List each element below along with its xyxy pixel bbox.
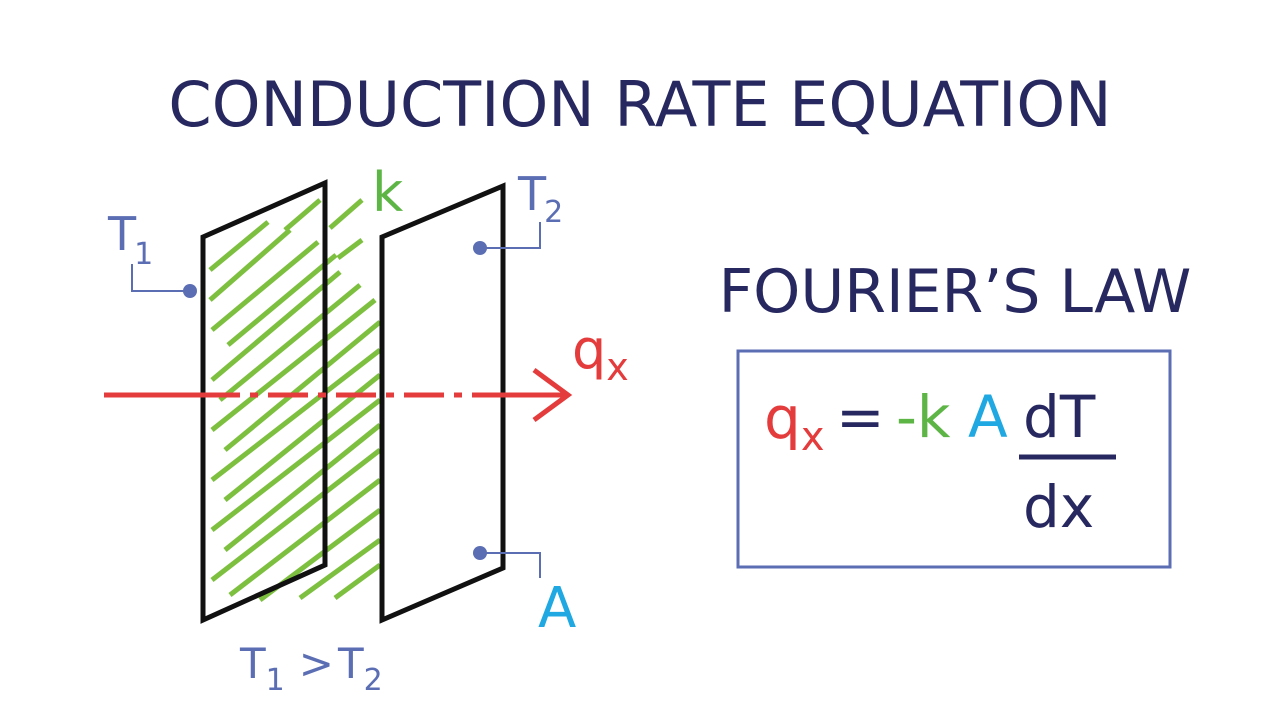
area-label: A <box>538 576 576 641</box>
t2-callout <box>473 222 541 255</box>
left-wall <box>200 179 328 624</box>
equation-box <box>736 349 1172 569</box>
conductivity-label: k <box>372 161 404 224</box>
t1-label: T1 <box>107 207 153 272</box>
equation-numerator: dT <box>1023 383 1096 451</box>
law-title: FOURIER’S LAW <box>719 257 1192 327</box>
equation-equals: = <box>836 383 885 451</box>
t2-label: T2 <box>517 167 563 230</box>
right-wall <box>379 182 506 624</box>
heat-rate-label: qx <box>572 318 629 389</box>
equation-minus-k: -k <box>896 383 951 451</box>
page-title: CONDUCTION RATE EQUATION <box>168 68 1111 141</box>
t1-callout <box>131 264 197 298</box>
area-callout <box>473 546 541 578</box>
equation-q: qx <box>764 384 825 460</box>
temperature-condition: T1>T2 <box>239 639 383 698</box>
material-hatching <box>208 198 382 602</box>
equation-area: A <box>968 383 1008 451</box>
heat-flow-arrow <box>104 367 573 423</box>
fourier-equation: qx = -k A dT dx <box>764 383 1116 541</box>
equation-denominator: dx <box>1023 473 1094 541</box>
